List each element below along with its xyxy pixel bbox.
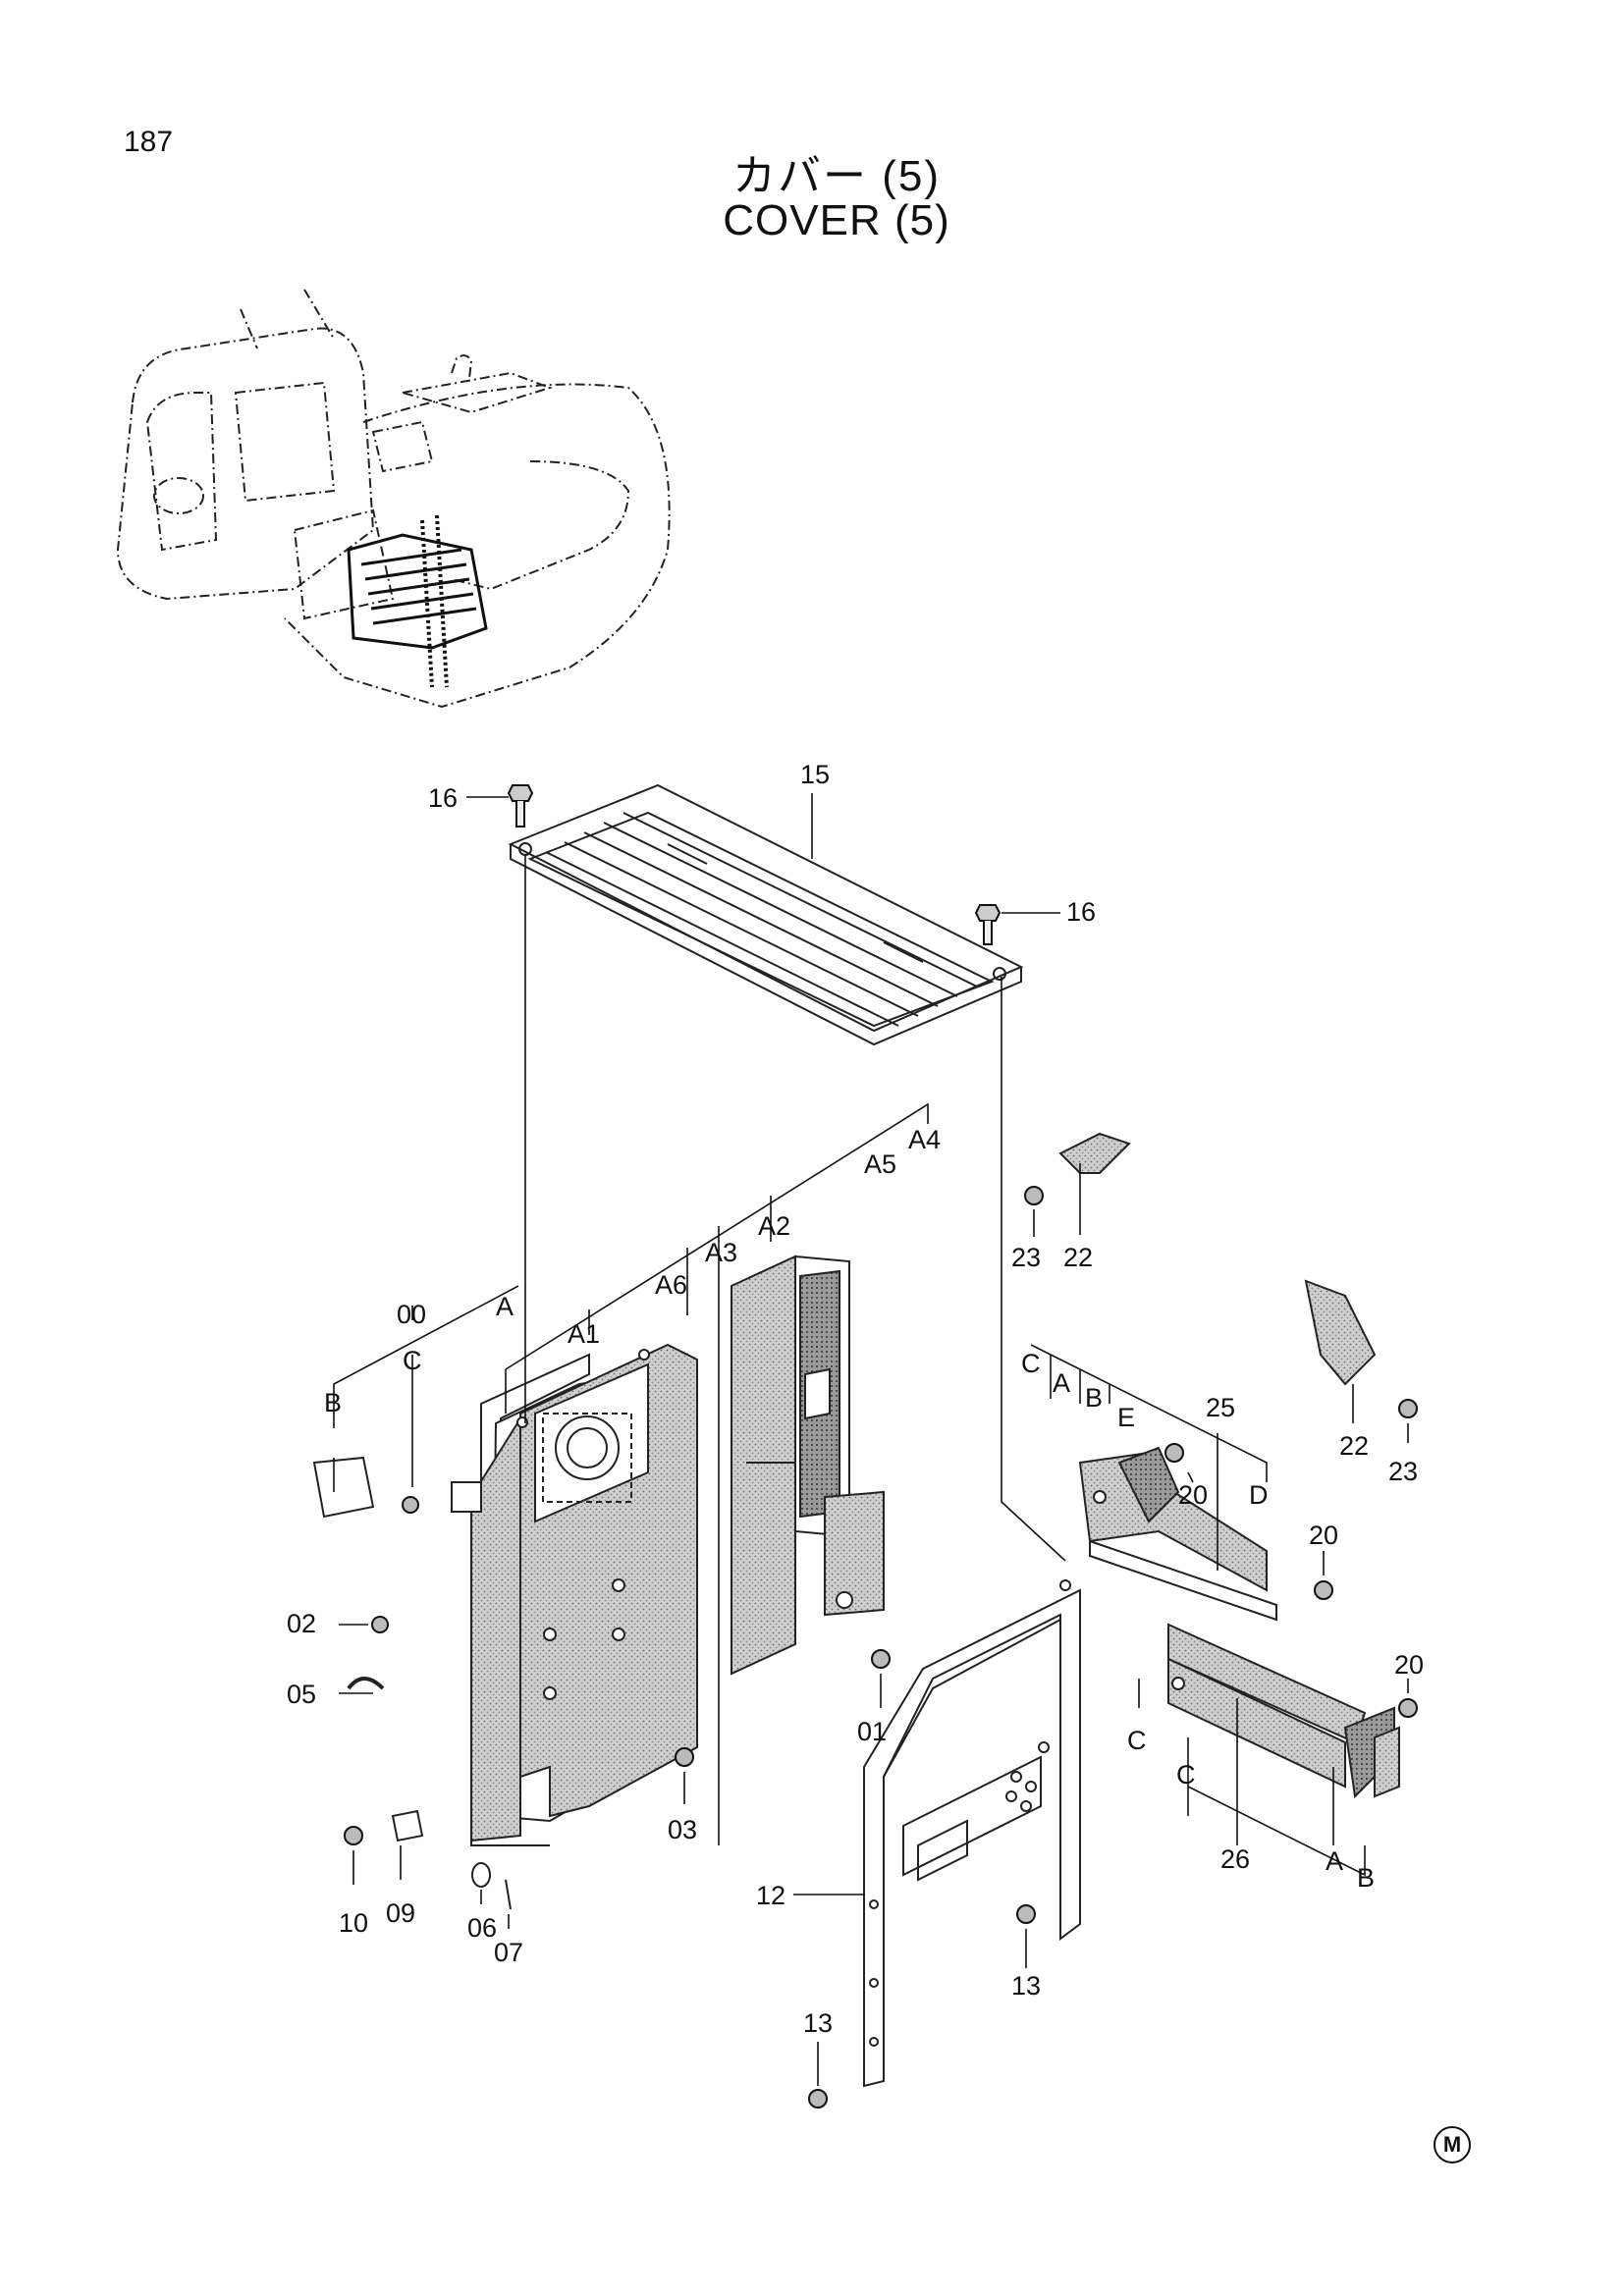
- callout-A-right-top: A: [1053, 1368, 1070, 1398]
- callout-B-lower: B: [1357, 1863, 1375, 1893]
- callout-22-top: 22: [1063, 1243, 1093, 1272]
- hex-bolts: [344, 1186, 1418, 2109]
- vertical-rail-assembly-A2-A4: [731, 1255, 885, 1676]
- callout-A1: A1: [568, 1319, 600, 1349]
- title-english: COVER (5): [723, 196, 950, 244]
- callout-A-lower: A: [1326, 1846, 1343, 1876]
- callout-01: 01: [857, 1717, 887, 1746]
- callout-22-right: 22: [1339, 1431, 1369, 1461]
- top-grille-cover-15: [508, 783, 1024, 1046]
- callout-B-left: B: [324, 1388, 342, 1417]
- callout-23-right: 23: [1388, 1457, 1418, 1486]
- callout-A4: A4: [908, 1125, 941, 1154]
- callout-D: D: [1249, 1480, 1269, 1510]
- page-number: 187: [124, 126, 174, 158]
- callout-16-right: 16: [1066, 897, 1096, 927]
- callout-13-bottom: 13: [803, 2008, 833, 2038]
- manufacturer-mark: M: [1434, 2126, 1471, 2163]
- callout-20-middle: 20: [1309, 1521, 1338, 1550]
- callout-00: 00: [397, 1300, 426, 1329]
- callout-07: 07: [494, 1938, 523, 1967]
- small-parts: [312, 1132, 1377, 1910]
- excavator-overview-sketch: [116, 289, 671, 709]
- right-frame-12: [863, 1579, 1081, 2088]
- callout-C-left: C: [403, 1346, 422, 1375]
- callout-02: 02: [287, 1609, 316, 1638]
- left-cover-frame-assembly: [451, 1343, 698, 1846]
- callout-A5: A5: [864, 1149, 896, 1179]
- callout-A6: A6: [655, 1270, 687, 1300]
- bolt-16-left: [507, 784, 534, 828]
- callout-23-top: 23: [1011, 1243, 1041, 1272]
- callout-E: E: [1117, 1403, 1135, 1432]
- bracket-25: [1078, 1446, 1277, 1622]
- callout-B-right-top: B: [1085, 1383, 1103, 1413]
- bolt-16-right: [974, 904, 1001, 945]
- callout-15: 15: [800, 760, 830, 789]
- bracket-26: [1167, 1623, 1400, 1799]
- callout-09: 09: [386, 1898, 415, 1928]
- callout-25: 25: [1206, 1393, 1235, 1422]
- callout-10: 10: [339, 1908, 368, 1938]
- callout-26: 26: [1220, 1844, 1250, 1874]
- callout-06: 06: [467, 1913, 497, 1943]
- callout-labels: 15 16 16 00 A B C A1 A6 A3 A2 A5 A4 02 0…: [287, 760, 1424, 2038]
- title-japanese: カバー (5): [732, 152, 941, 200]
- callout-A2: A2: [758, 1211, 790, 1241]
- callout-03: 03: [668, 1815, 697, 1844]
- callout-20-upper: 20: [1178, 1480, 1208, 1510]
- callout-C-right-top: C: [1021, 1349, 1041, 1378]
- callout-C-lower-left: C: [1127, 1726, 1147, 1755]
- callout-A3: A3: [705, 1238, 737, 1267]
- leader-lines: [333, 793, 1409, 2086]
- callout-C-lower: C: [1176, 1760, 1196, 1789]
- callout-12: 12: [756, 1881, 785, 1910]
- callout-A-left: A: [496, 1292, 514, 1321]
- callout-16-left: 16: [428, 783, 458, 813]
- callout-20-lower: 20: [1394, 1650, 1424, 1680]
- callout-05: 05: [287, 1680, 316, 1709]
- callout-13-right: 13: [1011, 1971, 1041, 2001]
